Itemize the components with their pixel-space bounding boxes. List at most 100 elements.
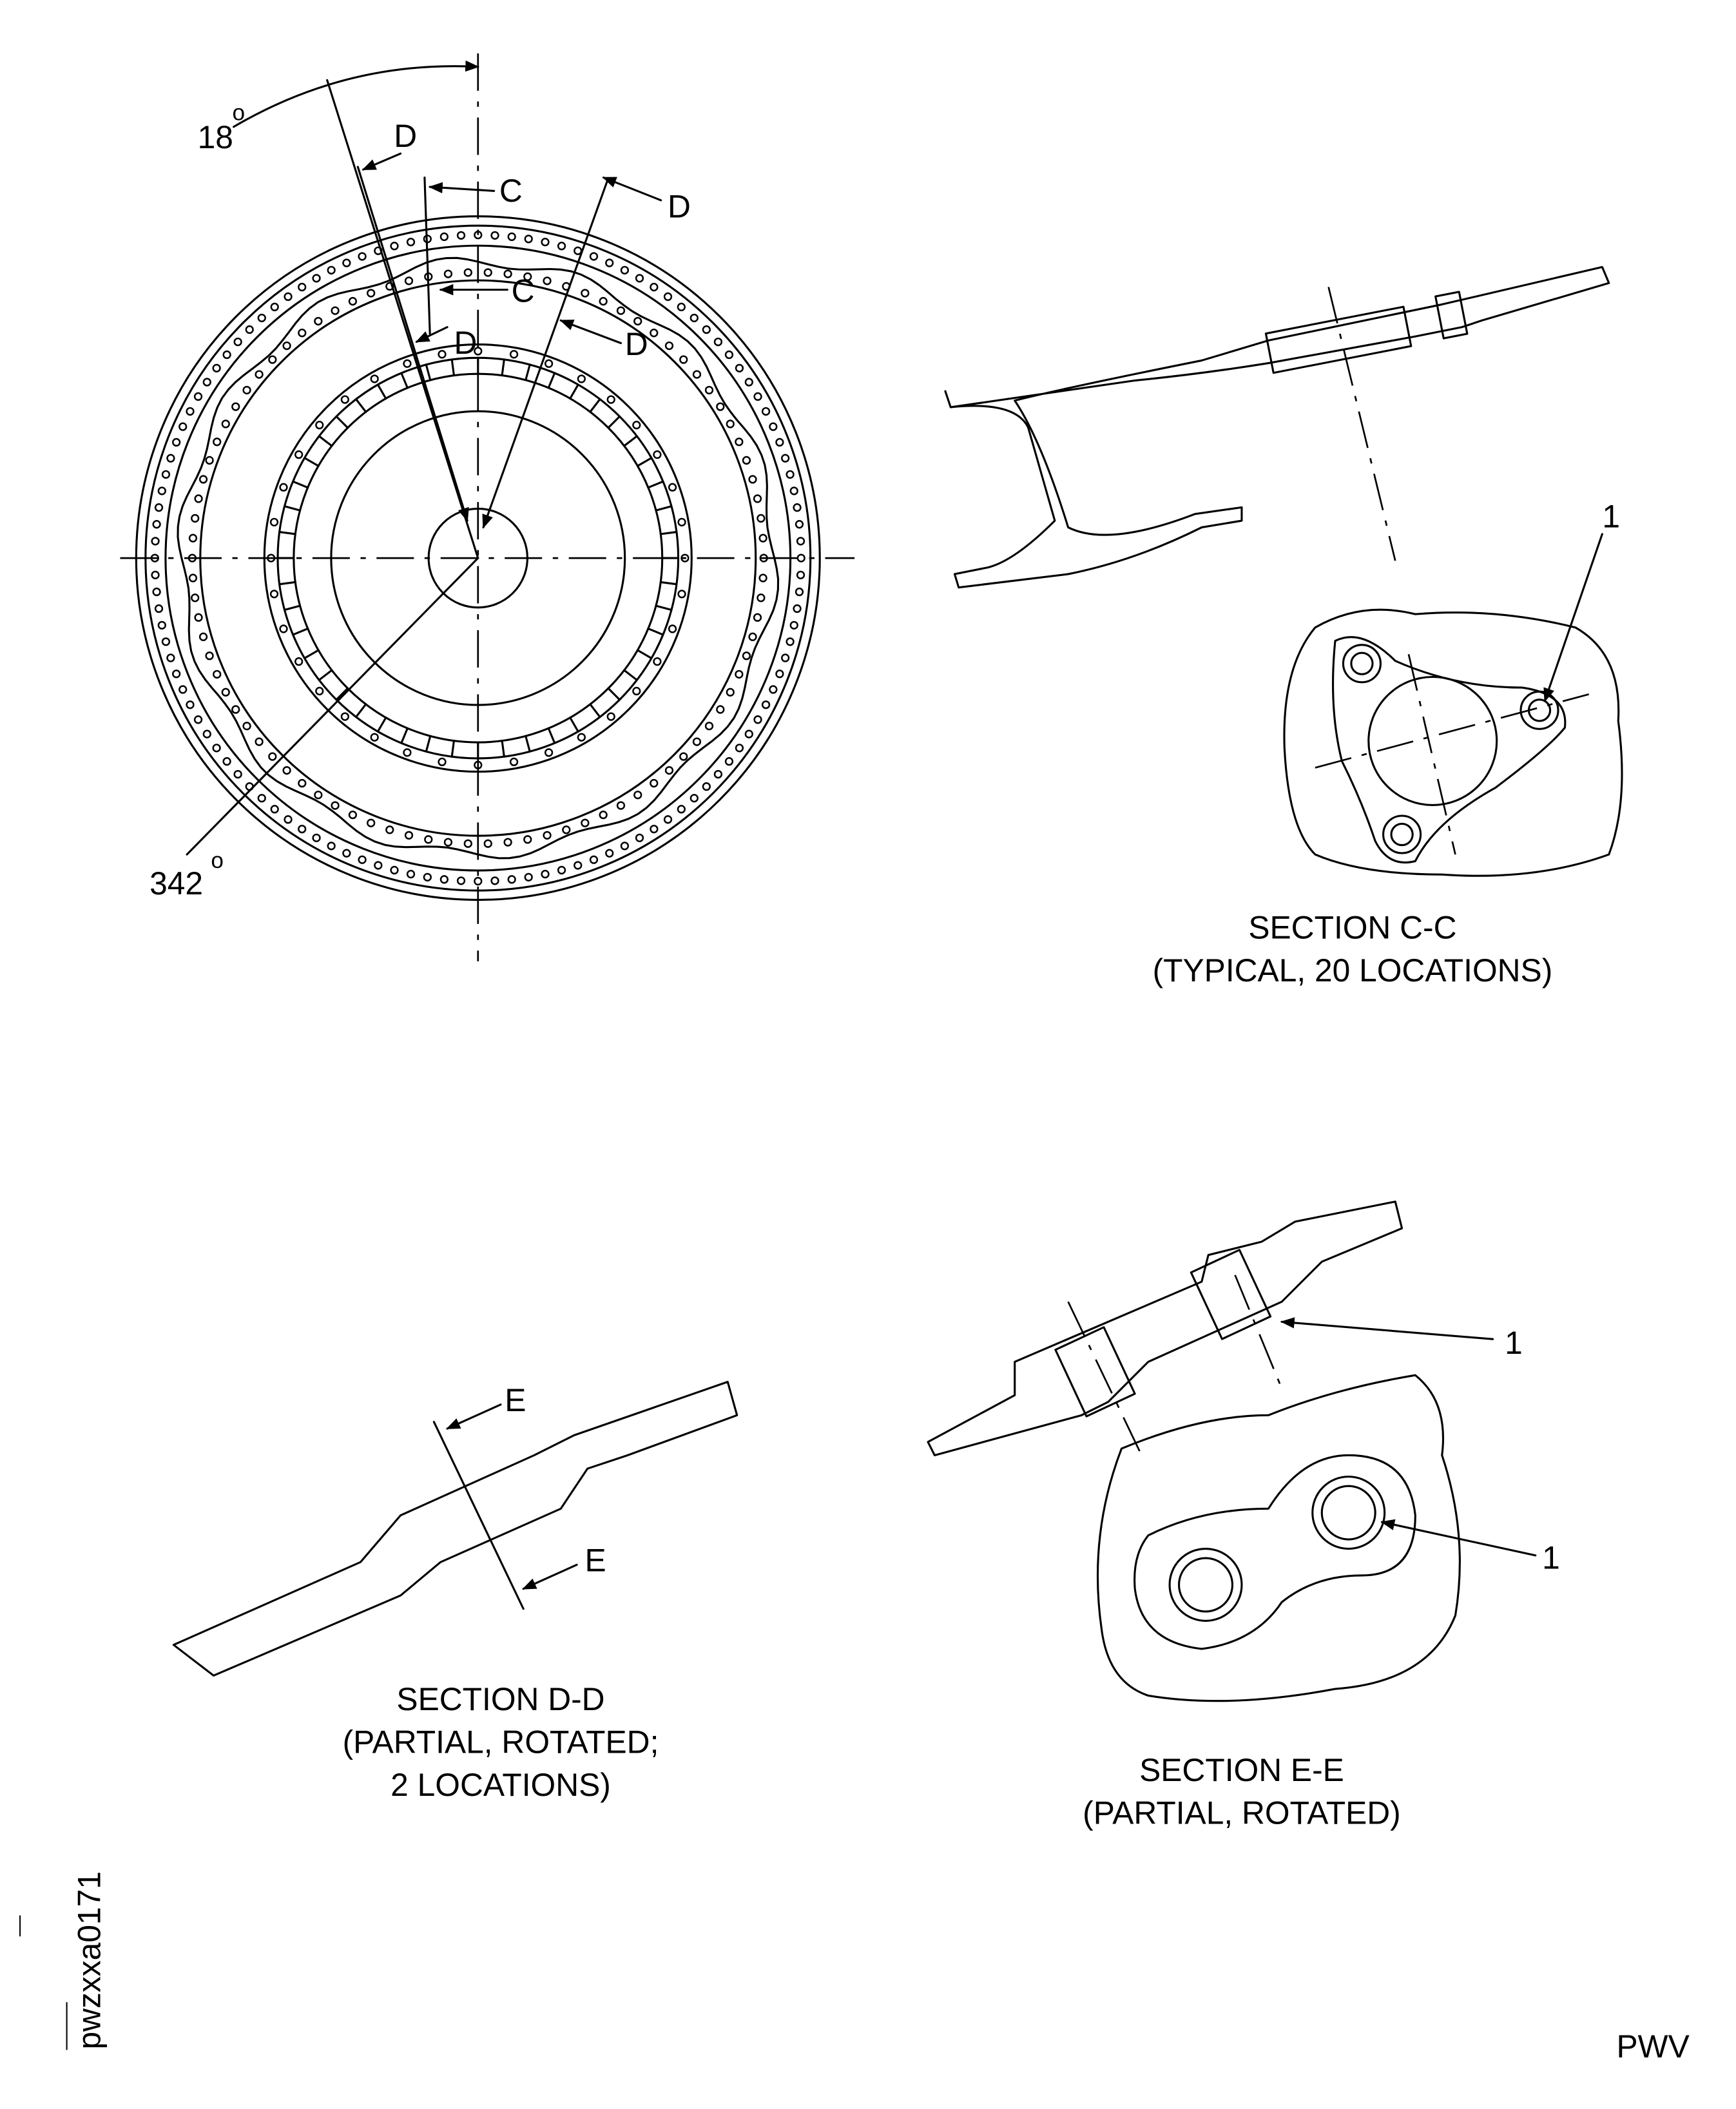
outer-bolt-hole [690, 794, 699, 803]
slot-divider [450, 358, 456, 377]
outer-bolt-hole [312, 274, 321, 283]
outer-bolt-hole [406, 869, 416, 879]
inner-hole [438, 757, 447, 767]
ee-fastener-left [1054, 1326, 1136, 1418]
cut-label-d1: D [394, 118, 417, 154]
cut-arrow-d3 [415, 326, 448, 343]
outer-bolt-hole [474, 876, 483, 886]
outer-bolt-hole [574, 861, 583, 870]
liner-hole [523, 272, 532, 282]
liner-hole [704, 385, 714, 395]
cut-arrow-e-top [446, 1403, 502, 1430]
dd-cut-line [432, 1421, 525, 1610]
outer-bolt-hole [257, 313, 266, 323]
ee-hole [1168, 1547, 1243, 1622]
outer-bolt-hole [650, 824, 659, 834]
slot-divider [318, 435, 333, 447]
outer-bolt-hole [507, 232, 516, 242]
liner-hole [404, 831, 414, 840]
outer-bolt-hole [212, 363, 221, 372]
inner-hole [294, 450, 304, 459]
section-cc-subtitle: (TYPICAL, 20 LOCATIONS) [1153, 952, 1553, 988]
outer-bolt-hole [735, 744, 744, 753]
slot-divider [501, 358, 505, 377]
section-cc-centerline [1327, 287, 1396, 561]
callout-leader-top [1280, 1317, 1494, 1340]
slot-divider [501, 740, 505, 758]
slot-divider [355, 703, 367, 718]
slot-divider [335, 415, 349, 429]
outer-bolt-hole [605, 258, 614, 267]
slot-divider [655, 604, 673, 612]
inner-hole [279, 483, 288, 492]
outer-bolt-hole [172, 438, 181, 447]
outer-bolt-hole [166, 454, 175, 463]
cut-arrow-c1 [429, 182, 496, 193]
liner-hole [255, 737, 264, 746]
angle-line-18 [326, 79, 479, 559]
inner-hole [438, 350, 447, 359]
ee-strip-profile [927, 1200, 1403, 1457]
cut-arrow-d2 [602, 177, 662, 202]
slot-divider [569, 383, 579, 400]
liner-hole [191, 593, 200, 602]
inner-hole [544, 748, 554, 757]
outer-bolt-hole [439, 875, 448, 884]
dd-strip-profile [172, 1380, 738, 1677]
outer-bolt-hole [620, 842, 630, 851]
angle-degree-18: o [233, 100, 246, 125]
slot-divider [304, 457, 320, 467]
outer-bolt-hole [178, 685, 188, 694]
outer-bolt-hole [786, 637, 795, 646]
ee-hole [1311, 1476, 1386, 1550]
cut-arrow-d4 [559, 319, 622, 345]
liner-hole [424, 835, 433, 844]
outer-bolt-hole [796, 570, 805, 579]
outer-bolt-hole [663, 292, 673, 302]
outer-bolt-hole [795, 587, 804, 597]
slot-divider [292, 480, 309, 489]
wavy-liner-ring [177, 256, 780, 860]
slot-divider [607, 415, 621, 429]
outer-bolt-hole [635, 274, 644, 283]
section-line-d-left [356, 166, 469, 523]
liner-hole [650, 778, 659, 788]
outer-bolt-hole [796, 554, 805, 563]
inner-hole [403, 359, 412, 368]
outer-bolt-hole [186, 700, 195, 709]
outer-bolt-hole [202, 378, 211, 387]
outer-bolt-hole [186, 407, 195, 416]
outer-bolt-hole [233, 769, 242, 779]
liner-hole [205, 456, 214, 465]
liner-hole [188, 534, 198, 543]
slot-divider [589, 703, 601, 718]
section-ee-title: SECTION E-E [1139, 1752, 1344, 1788]
liner-hole [726, 688, 735, 697]
inner-hole [606, 395, 615, 404]
outer-bolt-hole [166, 653, 175, 662]
outer-bolt-hole [154, 503, 164, 512]
liner-hole [664, 341, 674, 351]
liner-hole [692, 370, 702, 379]
outer-bolt-hole [270, 805, 279, 814]
outer-bolt-hole [702, 782, 711, 791]
slot-divider [400, 372, 409, 389]
section-ee-subtitle: (PARTIAL, ROTATED) [1083, 1795, 1401, 1831]
inner-hole [474, 347, 483, 356]
outer-bolt-hole [456, 876, 466, 885]
outer-bolt-hole [775, 669, 784, 679]
liner-hole [268, 355, 277, 364]
outer-bolt-hole [298, 824, 307, 834]
liner-hole [748, 475, 757, 484]
inner-hole [315, 421, 324, 430]
breakout-boundary [1283, 608, 1623, 877]
liner-hole [298, 778, 307, 788]
angle-arc-18 [233, 60, 479, 128]
liner-hole [742, 651, 751, 660]
outer-bolt-hole [735, 363, 744, 372]
ee-double-boss [1133, 1454, 1416, 1650]
main-ring-view: 18 o 342 o D C D C D D [120, 53, 855, 961]
slot-divider [278, 581, 296, 586]
liner-hole [331, 306, 340, 315]
